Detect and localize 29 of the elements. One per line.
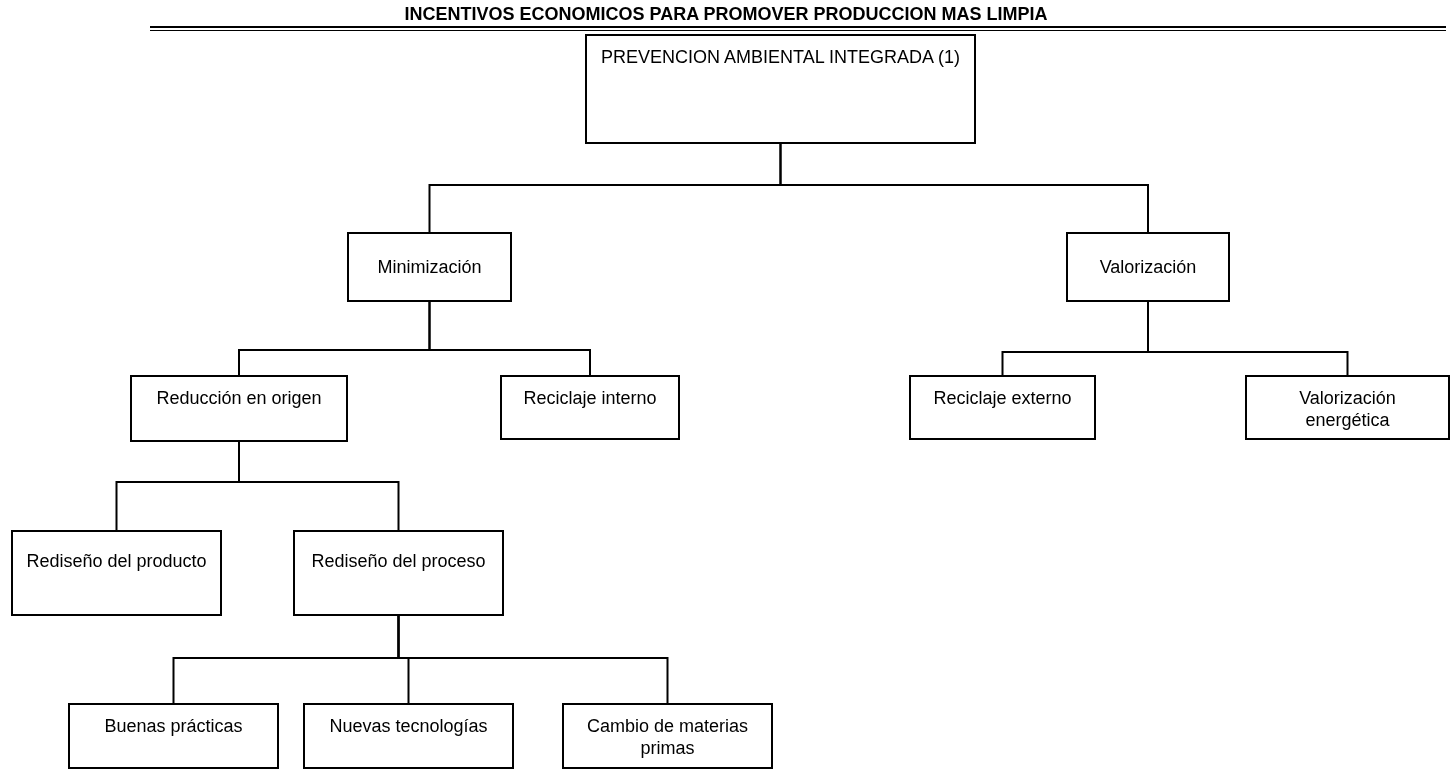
- connector-line: [397, 615, 669, 704]
- box-label: Reducción en origen: [156, 387, 322, 409]
- org-box: [500, 375, 680, 440]
- org-box: [1066, 232, 1230, 302]
- box-label: Valorización: [1099, 256, 1197, 278]
- box-label: Minimización: [377, 256, 482, 278]
- box-label: Reciclaje interno: [523, 387, 657, 409]
- box-label: PREVENCION AMBIENTAL INTEGRADA (1): [600, 46, 961, 68]
- box-label: Rediseño del producto: [26, 550, 207, 572]
- org-box: [68, 703, 279, 769]
- org-box: [562, 703, 773, 769]
- org-box: [130, 375, 348, 442]
- connector-line: [238, 441, 400, 531]
- box-label: Buenas prácticas: [104, 715, 243, 737]
- org-box: [347, 232, 512, 302]
- org-box: [293, 530, 504, 616]
- connector-line: [779, 143, 1149, 233]
- org-box: [585, 34, 976, 144]
- box-label: Reciclaje externo: [933, 387, 1072, 409]
- connector-line: [428, 301, 591, 376]
- box-label: Rediseño del proceso: [311, 550, 486, 572]
- title: INCENTIVOS ECONOMICOS PARA PROMOVER PRODUCCION MAS LIMPIA: [403, 4, 1049, 24]
- org-box: [11, 530, 222, 616]
- org-box: [909, 375, 1096, 440]
- box-label: Nuevas tecnologías: [329, 715, 488, 737]
- org-box: [303, 703, 514, 769]
- box-label: Valorización energética: [1298, 387, 1397, 431]
- box-label: Cambio de materias primas: [585, 715, 750, 759]
- org-box: [1245, 375, 1450, 440]
